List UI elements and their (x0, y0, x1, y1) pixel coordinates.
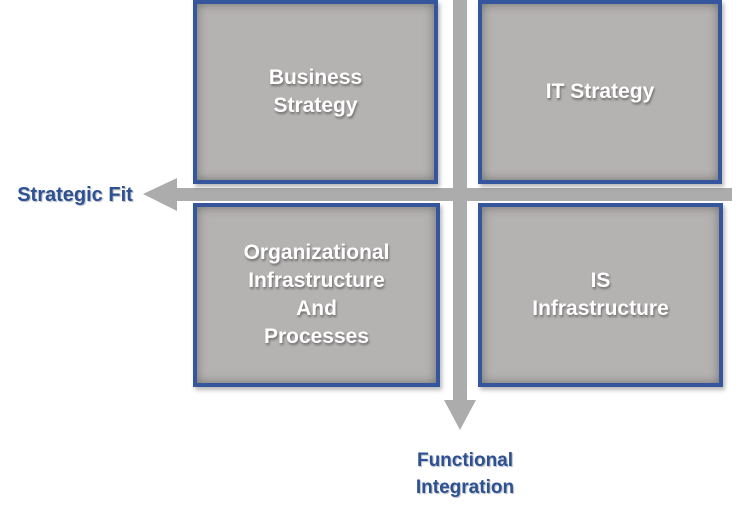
label-line: Business (268, 66, 363, 89)
label-line: IT Strategy (545, 80, 655, 103)
quadrant-it-strategy-label: IT Strategy (546, 78, 655, 106)
functional-integration-label: Functional Integration (398, 447, 532, 501)
strategic-fit-label: Strategic Fit (17, 184, 133, 206)
arrow-down-icon (444, 400, 476, 430)
label-line: Infrastructure (532, 297, 669, 320)
horizontal-arrow-shaft (174, 188, 732, 201)
quadrant-business-strategy-label: Business Strategy (269, 64, 362, 120)
quadrant-organizational-infrastructure-label: Organizational Infrastructure And Proces… (244, 239, 390, 351)
quadrant-business-strategy: Business Strategy (193, 0, 438, 184)
label-line: Infrastructure (248, 269, 385, 292)
label-line: And (296, 297, 337, 320)
quadrant-it-strategy: IT Strategy (478, 0, 722, 184)
label-line: Processes (263, 325, 370, 348)
quadrant-is-infrastructure: IS Infrastructure (478, 203, 723, 387)
quadrant-is-infrastructure-label: IS Infrastructure (532, 267, 669, 323)
label-line: Integration (415, 477, 515, 498)
quadrant-organizational-infrastructure: Organizational Infrastructure And Proces… (193, 203, 440, 387)
label-line: Functional (416, 450, 514, 471)
label-line: IS (590, 269, 611, 292)
arrow-left-icon (143, 178, 177, 211)
label-line: Organizational (243, 241, 390, 264)
label-line: Strategy (273, 94, 358, 117)
